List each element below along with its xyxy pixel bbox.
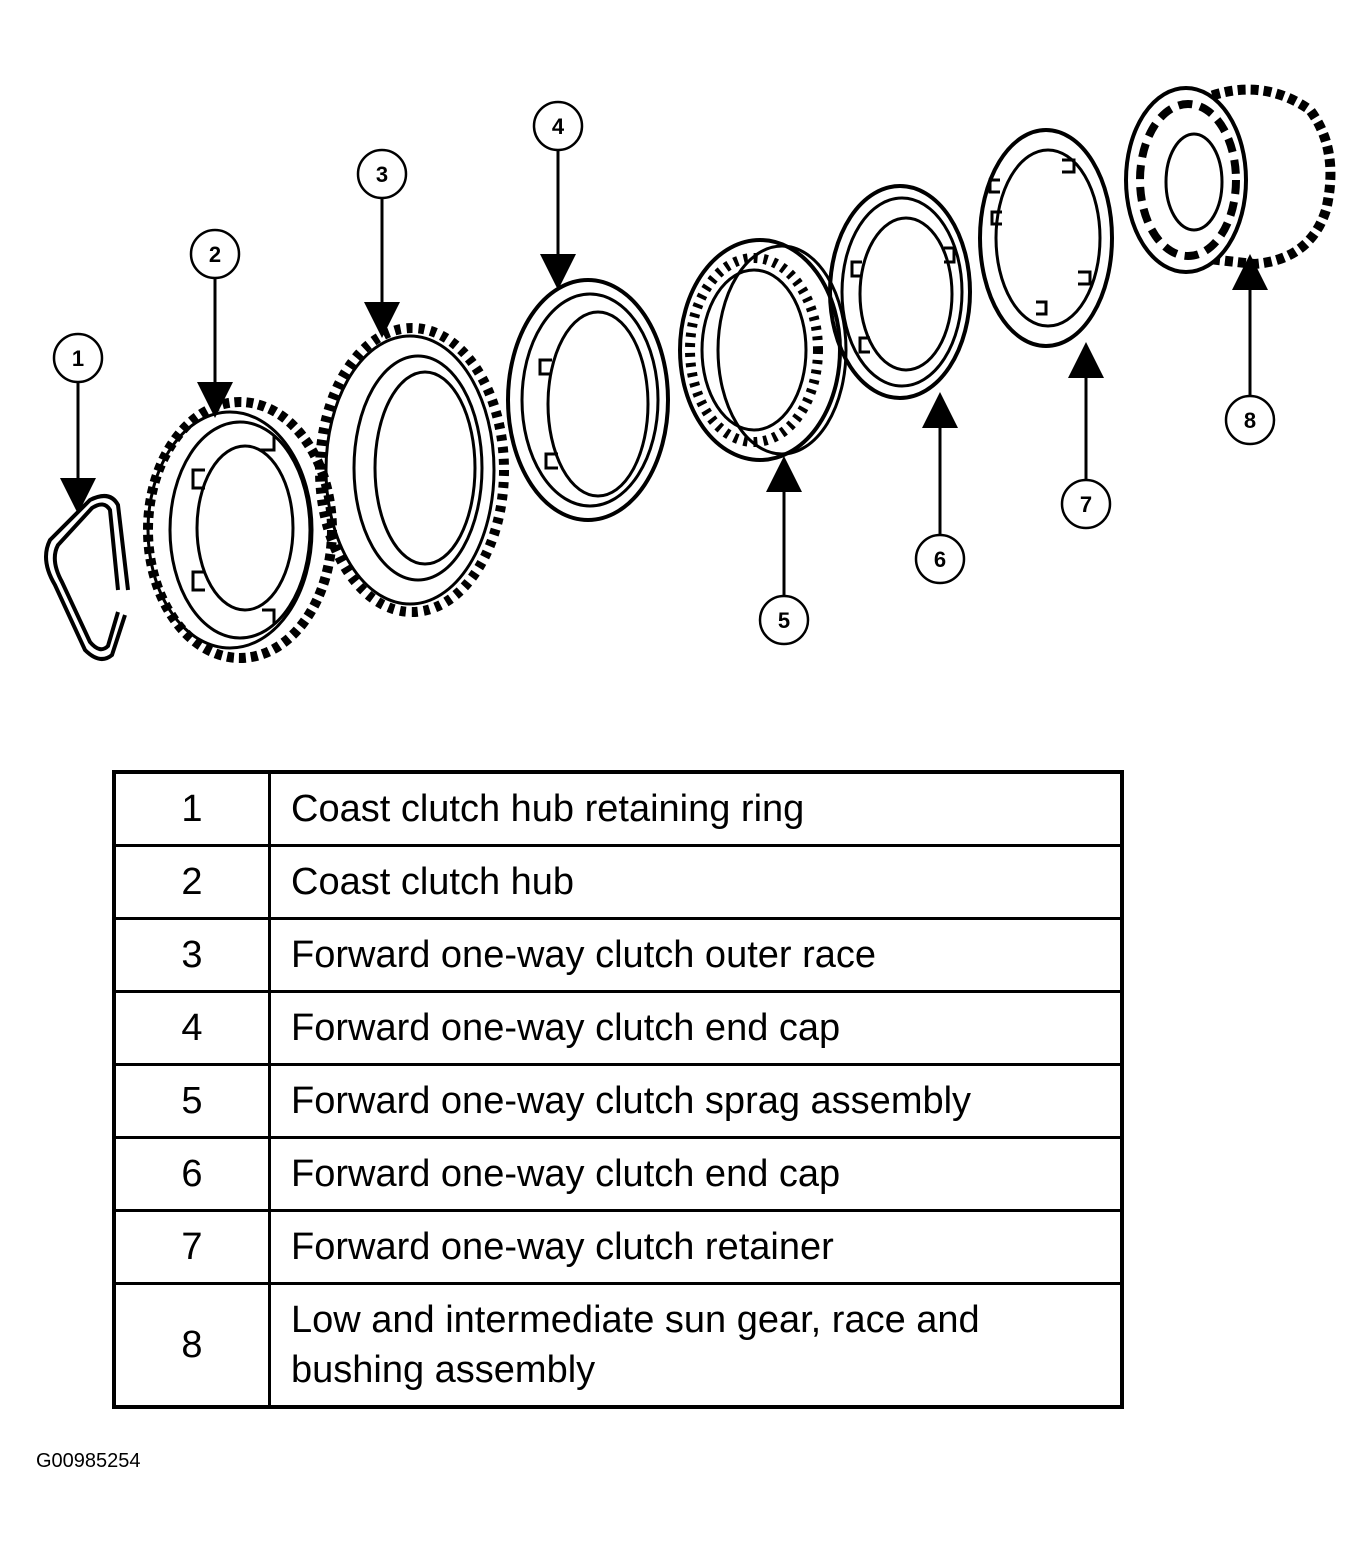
svg-text:2: 2 <box>209 242 221 267</box>
part-number: 8 <box>112 1282 271 1409</box>
svg-text:6: 6 <box>934 547 946 572</box>
part-2-coast-clutch-hub <box>143 397 337 663</box>
part-description: Coast clutch hub retaining ring <box>268 770 1124 847</box>
part-number: 6 <box>112 1136 271 1212</box>
table-row: 8 Low and intermediate sun gear, race an… <box>112 1282 1124 1409</box>
svg-text:7: 7 <box>1080 492 1092 517</box>
part-8-sun-gear-assembly <box>1124 84 1336 274</box>
part-number: 1 <box>112 770 271 847</box>
table-row: 4 Forward one-way clutch end cap <box>112 990 1124 1066</box>
part-number: 3 <box>112 917 271 993</box>
callout-3: 3 <box>356 148 408 200</box>
part-description: Forward one-way clutch retainer <box>268 1209 1124 1285</box>
callout-6: 6 <box>914 533 966 585</box>
parts-legend-table: 1 Coast clutch hub retaining ring 2 Coas… <box>112 770 1124 1409</box>
figure-id-label: G00985254 <box>36 1450 141 1472</box>
leader-arrows <box>60 150 1268 596</box>
svg-text:3: 3 <box>376 162 388 187</box>
svg-text:1: 1 <box>72 346 84 371</box>
part-5-sprag-assembly <box>678 238 848 462</box>
table-row: 5 Forward one-way clutch sprag assembly <box>112 1063 1124 1139</box>
part-description: Forward one-way clutch end cap <box>268 1136 1124 1212</box>
table-row: 6 Forward one-way clutch end cap <box>112 1136 1124 1212</box>
part-number: 7 <box>112 1209 271 1285</box>
part-description: Coast clutch hub <box>268 844 1124 920</box>
table-row: 1 Coast clutch hub retaining ring <box>112 770 1124 847</box>
callout-1: 1 <box>52 332 104 384</box>
part-3-outer-race <box>315 323 509 617</box>
part-6-end-cap <box>828 184 972 400</box>
table-row: 3 Forward one-way clutch outer race <box>112 917 1124 993</box>
callout-8: 8 <box>1224 394 1276 446</box>
callout-4: 4 <box>532 100 584 152</box>
part-1-retaining-ring <box>44 494 130 661</box>
svg-text:4: 4 <box>552 114 565 139</box>
callout-7: 7 <box>1060 478 1112 530</box>
table-row: 7 Forward one-way clutch retainer <box>112 1209 1124 1285</box>
table-row: 2 Coast clutch hub <box>112 844 1124 920</box>
part-4-end-cap <box>506 278 670 522</box>
svg-text:5: 5 <box>778 608 790 633</box>
callout-5: 5 <box>758 594 810 646</box>
part-7-retainer <box>978 128 1114 348</box>
part-number: 5 <box>112 1063 271 1139</box>
part-number: 2 <box>112 844 271 920</box>
part-description: Forward one-way clutch sprag assembly <box>268 1063 1124 1139</box>
part-number: 4 <box>112 990 271 1066</box>
part-description: Low and intermediate sun gear, race and … <box>268 1282 1124 1409</box>
callout-2: 2 <box>189 228 241 280</box>
part-description: Forward one-way clutch end cap <box>268 990 1124 1066</box>
svg-text:8: 8 <box>1244 408 1256 433</box>
exploded-parts-diagram: 1 2 3 4 5 6 7 8 <box>44 84 1336 663</box>
part-description: Forward one-way clutch outer race <box>268 917 1124 993</box>
